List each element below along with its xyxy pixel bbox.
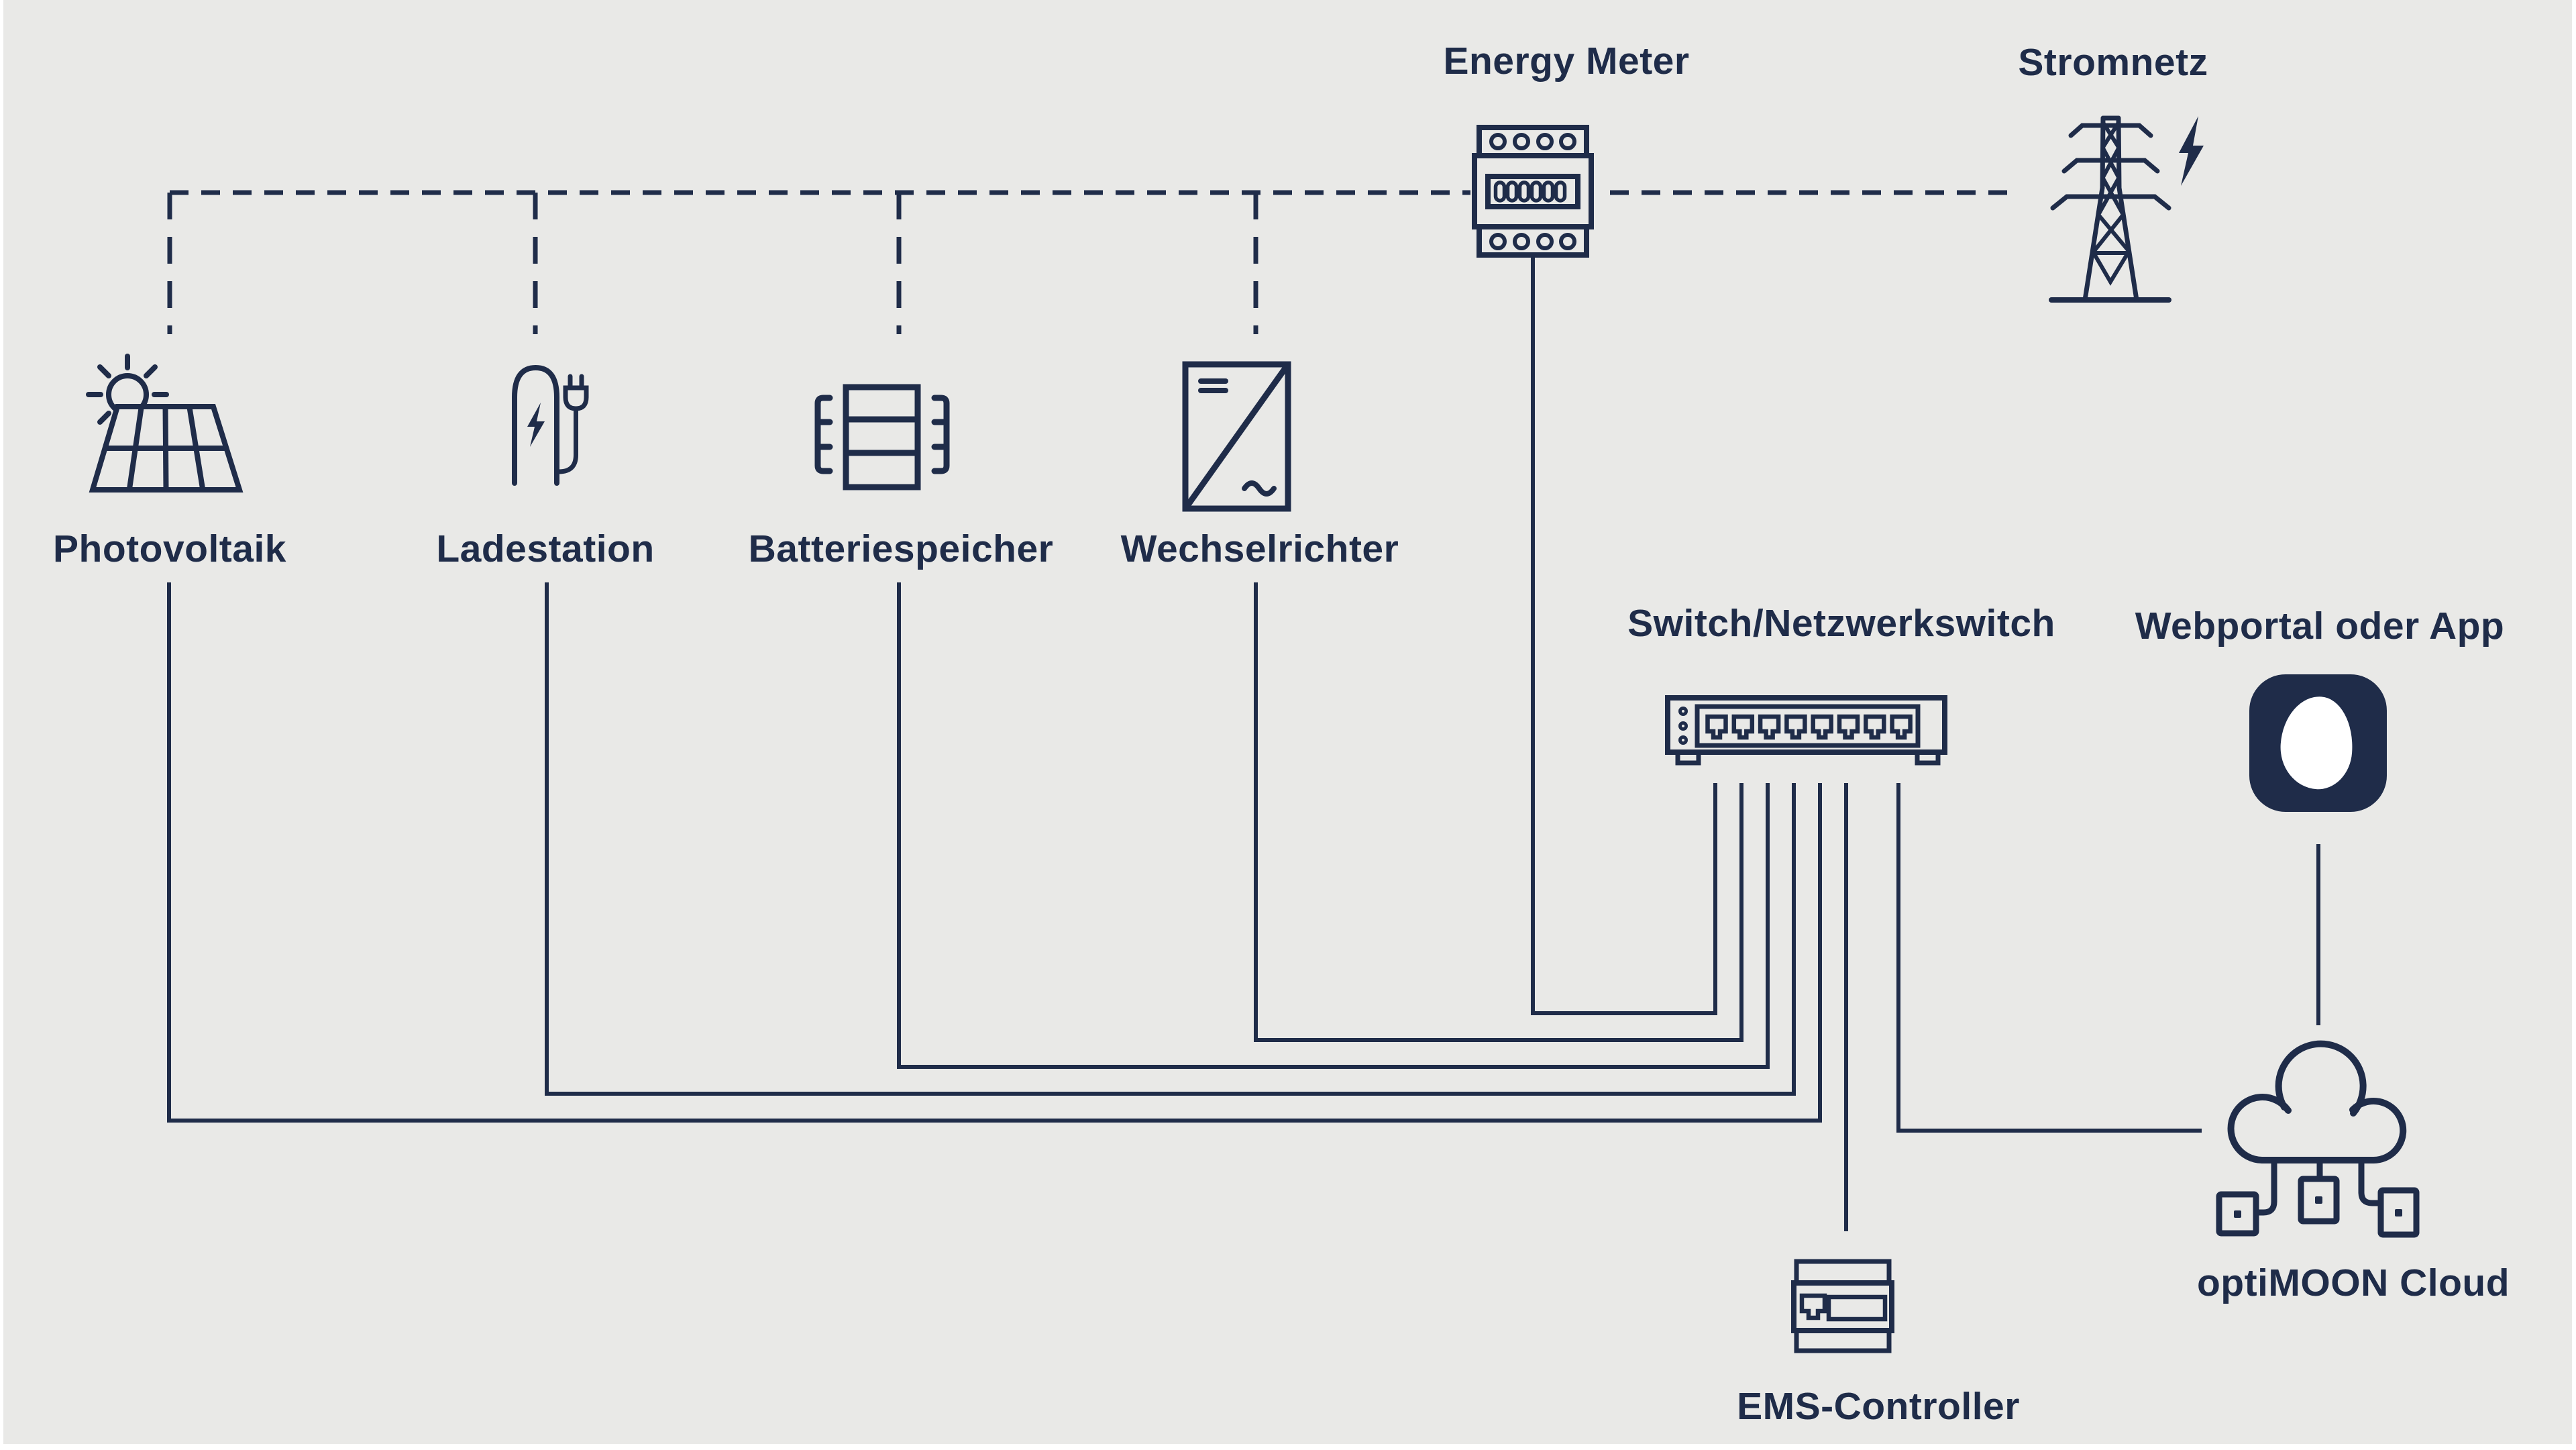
ems-controller-icon — [1791, 1259, 1894, 1353]
moon-shape-icon — [2277, 694, 2356, 792]
din-rail-meter-icon — [1472, 125, 1594, 258]
rj45-ports — [1705, 714, 1913, 740]
diagram-canvas — [3, 0, 2572, 1444]
wire-energymeter-switch — [1531, 256, 1717, 1015]
wire-ladestation-switch — [545, 582, 1796, 1096]
optimoon-cloud-label: optiMOON Cloud — [2196, 1261, 2510, 1304]
lightning-bolt-icon — [2179, 116, 2204, 186]
webportal-label: Webportal oder App — [2135, 605, 2505, 648]
wire-photovoltaik-switch — [167, 582, 1822, 1123]
dashed-energy-bus — [167, 190, 2012, 334]
switch-label: Switch/Netzwerkswitch — [1627, 602, 2055, 645]
power-pylon-lightning-icon — [2049, 115, 2204, 303]
battery-storage-icon — [814, 384, 950, 490]
wechselrichter-label: Wechselrichter — [1120, 527, 1399, 570]
solid-data-lines — [167, 256, 2320, 1231]
cloud-nodes-icon — [2216, 1040, 2420, 1238]
inverter-dc-ac-icon — [1182, 361, 1291, 512]
network-switch-icon — [1665, 695, 1947, 766]
meter-display — [1493, 180, 1567, 203]
stromnetz-label: Stromnetz — [2018, 41, 2208, 84]
batteriespeicher-label: Batteriespeicher — [748, 527, 1054, 570]
wire-batteriespeicher-switch — [897, 582, 1770, 1069]
photovoltaik-label: Photovoltaik — [52, 527, 287, 570]
wire-wechselrichter-switch — [1254, 582, 1743, 1042]
ladestation-label: Ladestation — [436, 527, 655, 570]
energy-meter-label: Energy Meter — [1443, 40, 1690, 83]
ems-controller-label: EMS-Controller — [1737, 1385, 2020, 1428]
solar-panel-sun-icon — [86, 354, 244, 493]
ev-charger-plug-icon — [512, 364, 589, 486]
wire-switch-cloud — [1896, 783, 2202, 1133]
optimoon-app-icon — [2249, 674, 2387, 812]
